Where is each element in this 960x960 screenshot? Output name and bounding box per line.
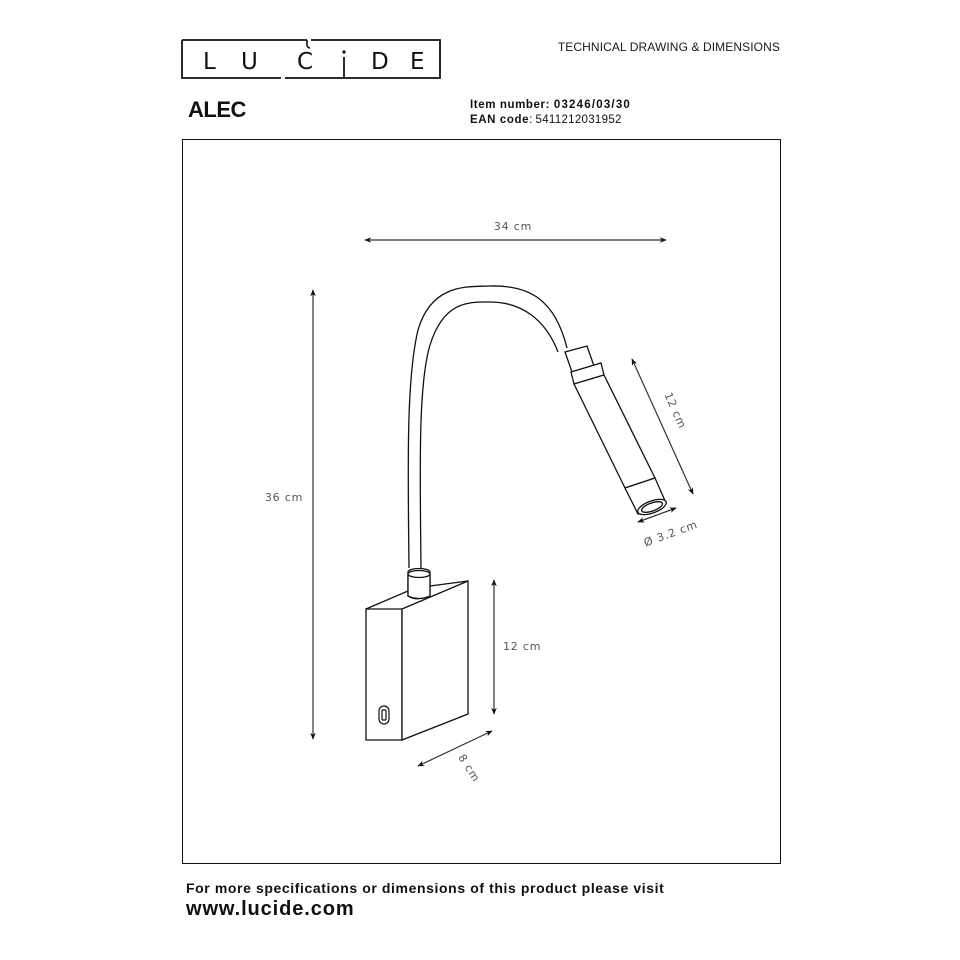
website-link[interactable]: www.lucide.com xyxy=(186,898,355,920)
wall-box xyxy=(365,580,469,741)
lamp-head xyxy=(564,345,667,516)
document-type-label: TECHNICAL DRAWING & DIMENSIONS xyxy=(557,40,780,54)
ean-row: EAN code: 5411212031952 xyxy=(470,114,622,126)
product-identifiers: Item number: 03246/03/30 EAN code: 54112… xyxy=(470,98,631,128)
logo-letter-u: U xyxy=(241,49,258,75)
logo-letter-d: D xyxy=(371,49,389,75)
width-dimension: 34 cm xyxy=(364,220,667,243)
height-dimension-label: 36 cm xyxy=(265,491,303,504)
item-number-label: Item number xyxy=(470,99,546,111)
height-dimension: 36 cm xyxy=(265,289,316,740)
product-name: ALEC xyxy=(188,97,246,122)
lucide-logo: L U C D E xyxy=(181,39,441,79)
logo-letter-e: E xyxy=(410,49,425,75)
base-depth-label: 8 cm xyxy=(455,752,482,785)
width-dimension-label: 34 cm xyxy=(494,220,532,233)
usb-port-icon xyxy=(378,705,390,725)
base-height-dimension: 12 cm xyxy=(491,579,541,715)
head-diameter-label: Ø 3.2 cm xyxy=(642,518,699,549)
ean-label: EAN code xyxy=(470,114,530,126)
footer-note: For more specifications or dimensions of… xyxy=(186,880,665,896)
drawing-frame xyxy=(182,139,781,864)
item-number-row: Item number: 03246/03/30 xyxy=(470,99,632,111)
logo-letter-c: C xyxy=(297,49,313,75)
ean-value: 5411212031952 xyxy=(535,114,622,126)
technical-drawing: 34 cm 36 cm 12 cm Ø 3.2 cm xyxy=(265,220,700,785)
logo-letter-i-dot xyxy=(342,50,346,54)
flexible-arm xyxy=(407,285,568,569)
logo-letter-l: L xyxy=(203,49,216,75)
item-number-value: 03246/03/30 xyxy=(553,99,632,111)
base-depth-dimension: 8 cm xyxy=(417,730,493,785)
base-height-label: 12 cm xyxy=(503,640,541,653)
head-length-label: 12 cm xyxy=(661,390,688,430)
